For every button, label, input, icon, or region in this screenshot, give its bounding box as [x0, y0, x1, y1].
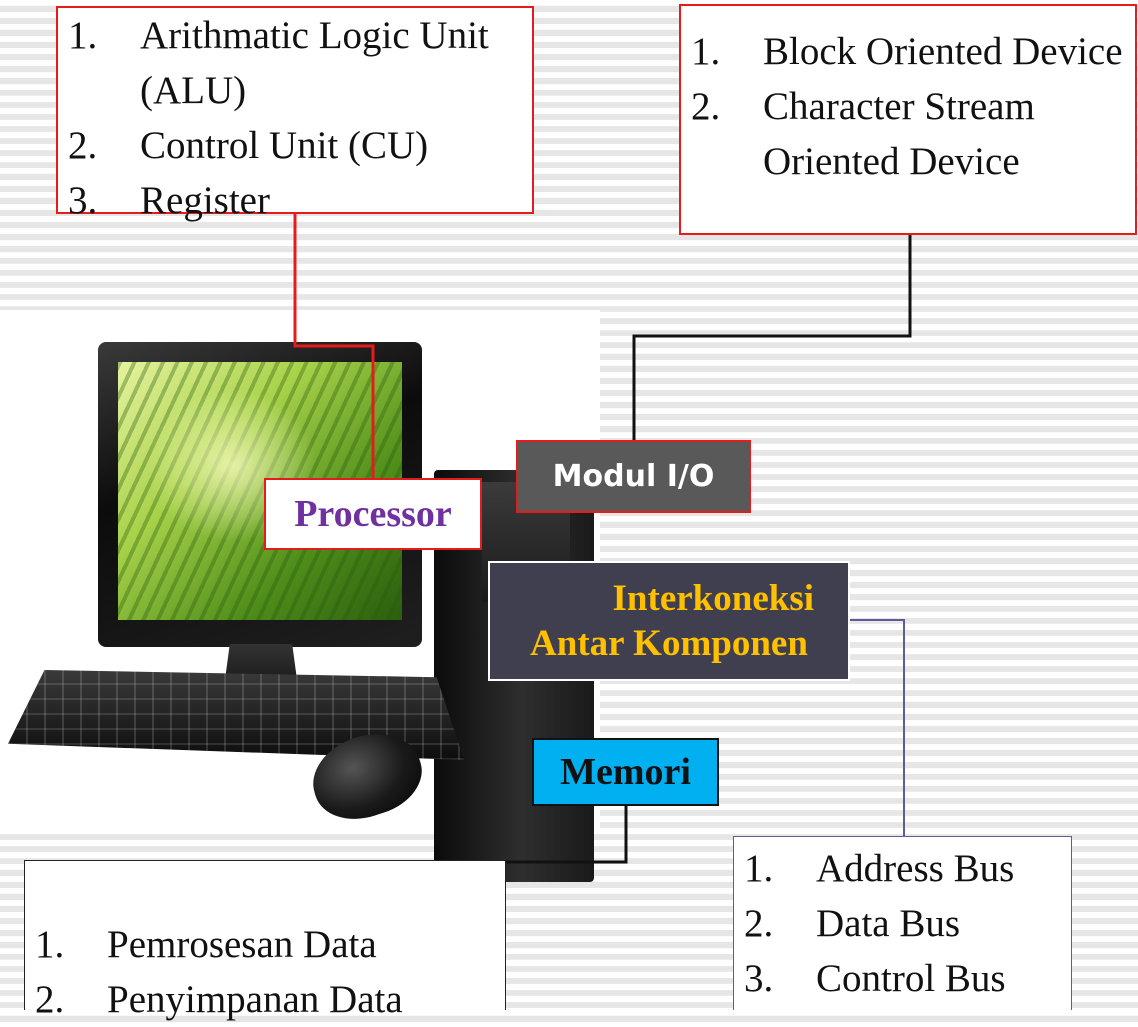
list-item: 3. Register — [68, 179, 270, 222]
io-connector — [632, 235, 912, 440]
processor-components-list: 1. Arithmatic Logic Unit (ALU) 2. Contro… — [68, 8, 532, 228]
memory-functions-box: 1. Pemrosesan Data 2. Penyimpanan Data — [24, 860, 506, 1021]
io-devices-list: 1. Block Oriented Device 2. Character St… — [691, 24, 1135, 189]
bus-types-list: 1. Address Bus 2. Data Bus 3. Control Bu… — [744, 841, 1071, 1006]
interconnect-label: Interkoneksi Antar Komponen — [488, 561, 850, 681]
list-item: 2. Data Bus — [744, 902, 961, 945]
processor-components-box: 1. Arithmatic Logic Unit (ALU) 2. Contro… — [56, 6, 534, 222]
list-item: 3. Control Bus — [744, 957, 1006, 1000]
list-item: 1. Address Bus — [744, 847, 1015, 890]
memory-label: Memori — [532, 738, 719, 806]
list-item: 1. Arithmatic Logic Unit (ALU) — [68, 14, 489, 112]
list-item: 1. Pemrosesan Data — [35, 923, 377, 966]
bus-types-box: 1. Address Bus 2. Data Bus 3. Control Bu… — [733, 836, 1072, 1010]
list-item: 1. Block Oriented Device — [691, 30, 1123, 73]
processor-connector — [293, 214, 375, 478]
computer-illustration — [0, 310, 600, 882]
list-item: 2. Character Stream Oriented Device — [691, 85, 1035, 183]
processor-label: Processor — [264, 478, 482, 550]
list-item: 2. Control Unit (CU) — [68, 124, 429, 167]
list-item: 2. Penyimpanan Data — [35, 978, 403, 1021]
io-module-label: Modul I/O — [516, 440, 751, 513]
memory-connector — [506, 806, 628, 864]
bus-connector — [850, 619, 905, 836]
io-devices-box: 1. Block Oriented Device 2. Character St… — [679, 4, 1137, 235]
memory-functions-list: 1. Pemrosesan Data 2. Penyimpanan Data — [35, 917, 505, 1027]
